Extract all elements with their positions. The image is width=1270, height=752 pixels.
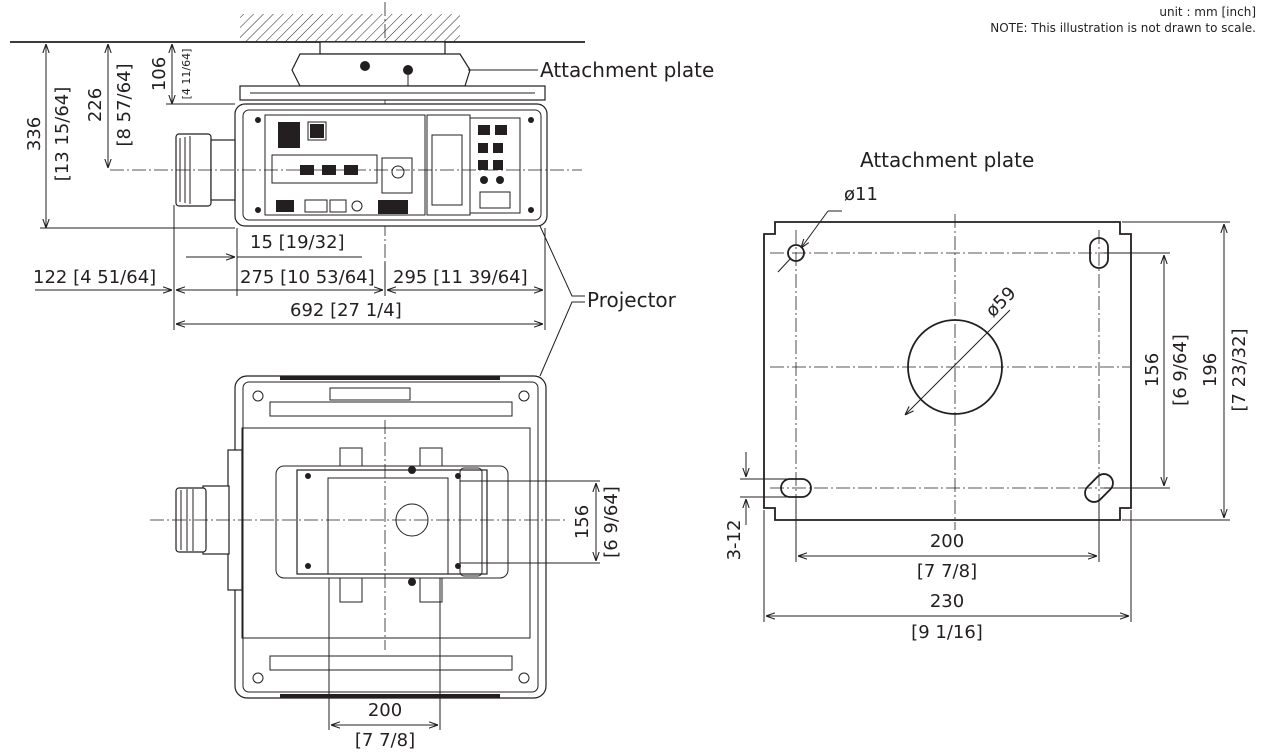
scale-note: NOTE: This illustration is not drawn to …	[990, 21, 1256, 35]
bottom-dim-156-inch: [6 9/64]	[601, 486, 622, 558]
bottom-dim-156: 156	[572, 505, 593, 539]
attachment-plate-label: Attachment plate	[540, 58, 714, 82]
unit-note: unit : mm [inch]	[1159, 5, 1256, 19]
plate-dim-230-inch: [9 1/16]	[911, 622, 983, 643]
plate-dim-196-inch: [7 23/32]	[1229, 328, 1250, 411]
projector-leader-top	[539, 225, 585, 297]
dim-226: 226	[85, 88, 106, 122]
attachment-plate-bracket	[239, 41, 546, 101]
plate-slot-bottom-left	[780, 478, 812, 498]
plate-outline	[763, 221, 1132, 521]
plate-hole-dia: ø11	[844, 184, 878, 205]
ceiling-hatch	[240, 14, 460, 42]
dim-295: 295 [11 39/64]	[393, 267, 528, 288]
plate-dim-3-12: 3-12	[724, 520, 745, 561]
dim-275: 275 [10 53/64]	[240, 267, 375, 288]
bottom-view: 156 [6 9/64] 200 [7 7/8]	[150, 375, 622, 751]
plate-hole-top-left	[787, 244, 805, 262]
projector-side-body	[234, 103, 548, 227]
plate-dim-230: 230	[930, 591, 964, 612]
dim-226-inch: [8 57/64]	[114, 63, 135, 146]
plate-center-dia: ø59	[982, 283, 1021, 322]
bottom-dim-200-inch: [7 7/8]	[355, 730, 415, 751]
projector-label: Projector	[587, 288, 677, 312]
dim-122: 122 [4 51/64]	[33, 267, 156, 288]
plate-slot-bottom-right	[1084, 473, 1114, 503]
dim-15: 15 [19/32]	[250, 232, 345, 253]
dim-106: 106	[149, 57, 170, 91]
plate-dim-196: 196	[1200, 353, 1221, 387]
dim-106-inch: [4 11/64]	[180, 49, 193, 100]
dim-336-inch: [13 15/64]	[52, 87, 73, 182]
projector-leader-bottom	[539, 301, 585, 377]
plate-dim-200-inch: [7 7/8]	[917, 561, 977, 582]
attachment-plate-view: Attachment plate ø59 ø11 156 [6 9/64]	[724, 148, 1250, 643]
plate-dim-156-inch: [6 9/64]	[1170, 334, 1191, 406]
dim-336: 336	[24, 117, 45, 151]
attachment-plate-title: Attachment plate	[860, 148, 1034, 172]
bottom-dim-200: 200	[368, 700, 402, 721]
plate-dim-156: 156	[1142, 353, 1163, 387]
dim-692: 692 [27 1/4]	[290, 300, 402, 321]
plate-dim-200: 200	[930, 531, 964, 552]
side-view: 336 [13 15/64] 226 [8 57/64] 106 [4 11/6…	[10, 2, 714, 330]
plate-center-hole	[907, 319, 1003, 415]
